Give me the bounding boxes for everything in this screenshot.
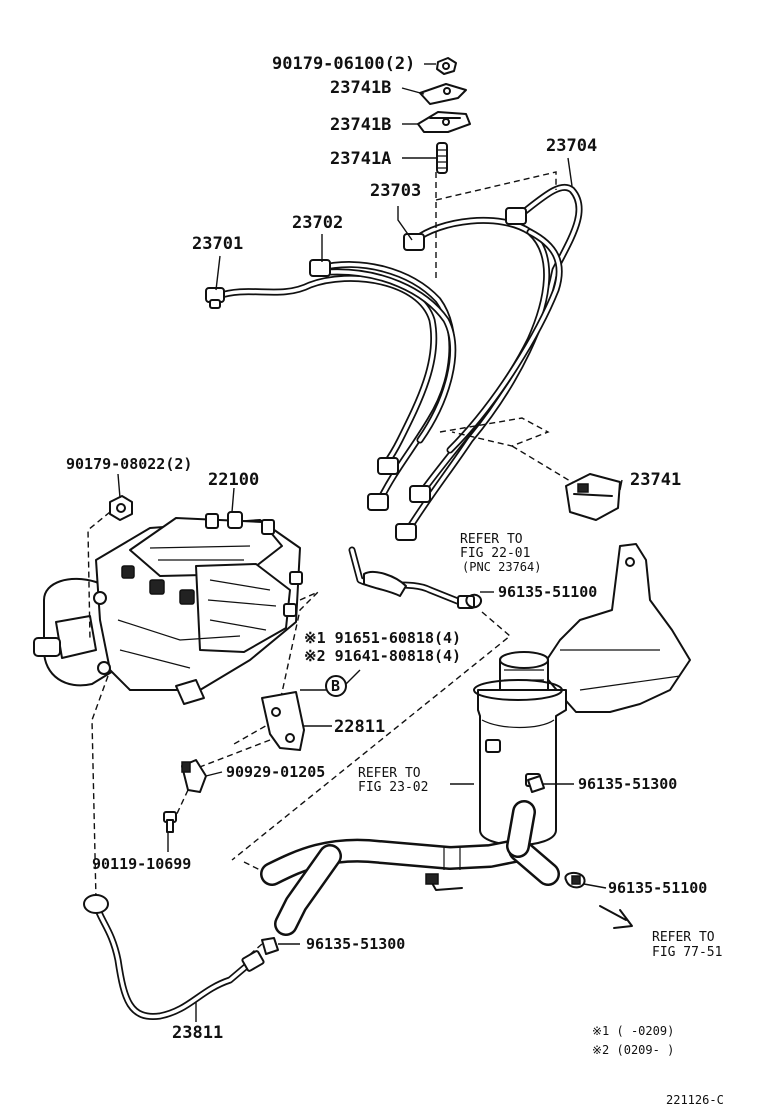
- label-pipe-23811: 23811: [172, 1023, 223, 1043]
- label-clip-96135-51100-b: 96135-51100: [608, 879, 707, 897]
- diagram-code: 221126-C: [666, 1093, 724, 1107]
- label-clamp-90929-01205: 90929-01205: [226, 763, 325, 781]
- nut-90179-06100: [436, 57, 457, 75]
- label-refer-2302-line1: REFER TO: [358, 766, 421, 781]
- clip-96135-51300-lower: [261, 937, 279, 955]
- fitting-23703-upper: [403, 233, 425, 251]
- label-bolt-91651: ※1 91651-60818(4): [304, 629, 461, 647]
- clamp-23741b-upper: [419, 83, 467, 105]
- bracket-22811: [261, 691, 305, 751]
- fitting-pipe-lower-3: [409, 485, 431, 503]
- label-clamp-23741b-lower: 23741B: [330, 115, 391, 135]
- label-refer-2201-line3: (PNC 23764): [462, 560, 541, 574]
- fitting-pipe-lower-1: [377, 457, 399, 475]
- fuel-hose-main: [260, 800, 560, 936]
- label-clip-96135-51300-b: 96135-51300: [306, 935, 405, 953]
- note-2: ※2 (0209- ): [592, 1043, 674, 1057]
- label-bolt-91641: ※2 91641-80818(4): [304, 647, 461, 665]
- label-pipe-23703: 23703: [370, 181, 421, 201]
- label-nut-90179-08022: 90179-08022(2): [66, 455, 192, 473]
- label-pipe-23702: 23702: [292, 213, 343, 233]
- label-clip-96135-51100-a: 96135-51100: [498, 583, 597, 601]
- label-refer-2201-line2: FIG 22-01: [460, 546, 530, 561]
- label-bolt-90119-10699: 90119-10699: [92, 855, 191, 873]
- label-ref-b: B: [331, 677, 340, 695]
- label-clip-96135-51300-a: 96135-51300: [578, 775, 677, 793]
- bolt-90119-10699: [163, 811, 177, 833]
- clamp-23741: [565, 473, 621, 521]
- refer-arrow-7751: [599, 905, 633, 929]
- injection-pipe-set: [214, 183, 583, 534]
- label-pump-22100: 22100: [208, 470, 259, 490]
- label-refer-7751-line2: FIG 77-51: [652, 945, 722, 960]
- clip-96135-51100-lower: [564, 872, 586, 889]
- label-stud-23741a: 23741A: [330, 149, 391, 169]
- fitting-23704-upper: [505, 207, 527, 225]
- clip-96135-51300-upper: [527, 775, 545, 793]
- label-clamp-23741: 23741: [630, 470, 681, 490]
- clip-96135-51100-upper: [465, 593, 482, 609]
- fuel-pipe-23811: [83, 894, 265, 1020]
- label-clamp-23741b-upper: 23741B: [330, 78, 391, 98]
- fitting-23701-upper: [205, 287, 225, 309]
- label-refer-7751-line1: REFER TO: [652, 930, 715, 945]
- ref-b-marker: [325, 675, 347, 697]
- label-bracket-22811: 22811: [334, 717, 385, 737]
- label-refer-2201-line1: REFER TO: [460, 532, 523, 547]
- fuel-pipe-2201: [348, 546, 475, 609]
- note-1: ※1 ( -0209): [592, 1024, 674, 1038]
- stud-23741a: [436, 142, 448, 174]
- injection-pump-22100: [33, 511, 303, 705]
- fitting-pipe-lower-2: [367, 493, 389, 511]
- label-pipe-23704: 23704: [546, 136, 597, 156]
- nut-90179-08022: [109, 495, 133, 521]
- label-refer-2302-line2: FIG 23-02: [358, 780, 428, 795]
- label-pipe-23701: 23701: [192, 234, 243, 254]
- fitting-23702-upper: [309, 259, 331, 277]
- fitting-pipe-lower-4: [395, 523, 417, 541]
- clamp-90929-01205: [181, 759, 207, 793]
- filter-bracket: [539, 543, 691, 713]
- label-nut-90179-06100: 90179-06100(2): [272, 54, 415, 74]
- clamp-23741b-lower: [417, 111, 471, 133]
